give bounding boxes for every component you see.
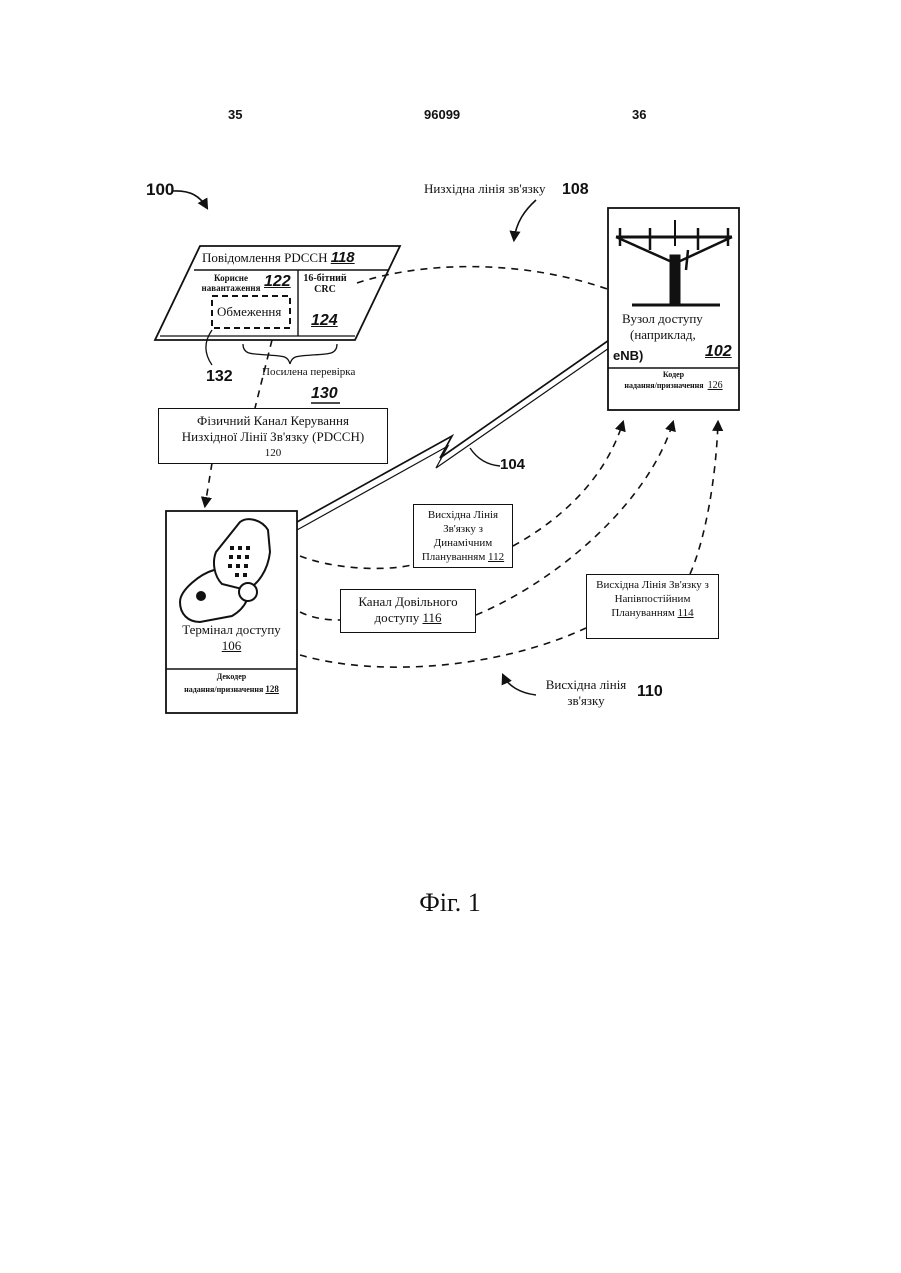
dynamic-uplink-box: Висхідна Лінія Зв'язку з Динамічним План… bbox=[413, 504, 513, 568]
enhanced-check-brace bbox=[243, 344, 337, 364]
ref-108-arrow bbox=[514, 200, 536, 240]
ref-pdcch-message: 118 bbox=[331, 249, 355, 266]
ref-system: 100 bbox=[146, 180, 174, 200]
grant-decoder: Декодер надання/призначення 128 bbox=[166, 671, 297, 696]
ref-100-arrow bbox=[173, 191, 207, 208]
ref-access-node: 102 bbox=[705, 343, 732, 361]
crc-label: 16-бітний CRC bbox=[298, 273, 352, 295]
uplink-label: Висхідна лінія зв'язку bbox=[540, 677, 632, 709]
pdcch-channel-box: Фізичний Канал Керування Низхідної Лінії… bbox=[158, 408, 388, 464]
ref-crc: 124 bbox=[311, 312, 338, 330]
access-node-enb: eNB) bbox=[613, 348, 643, 363]
figure-caption: Фіг. 1 bbox=[350, 888, 550, 918]
ref-constraint: 132 bbox=[206, 368, 233, 386]
ref-payload: 122 bbox=[264, 273, 291, 291]
access-node-label: Вузол доступу (наприклад, bbox=[622, 311, 703, 343]
ref-uplink: 110 bbox=[637, 683, 663, 701]
downlink-label: Низхідна лінія зв'язку bbox=[424, 181, 545, 197]
ref-downlink: 108 bbox=[562, 181, 589, 199]
ref-enhanced-check: 130 bbox=[311, 385, 338, 403]
access-terminal-label: Термінал доступу 106 bbox=[166, 622, 297, 654]
random-access-box: Канал Довільного доступу 116 bbox=[340, 589, 476, 633]
constraint-label: Обмеження bbox=[217, 304, 281, 320]
semi-persistent-uplink-box: Висхідна Лінія Зв'язку з Напівпостійним … bbox=[586, 574, 719, 639]
payload-label: Корисне навантаження bbox=[198, 273, 264, 293]
grant-encoder: Кодер надання/призначення 126 bbox=[608, 369, 739, 391]
ref-wireless-link: 104 bbox=[500, 456, 525, 473]
enhanced-check-label: Посилена перевірка bbox=[262, 366, 355, 378]
pdcch-message-title: Повідомлення PDCCH 118 bbox=[202, 249, 355, 266]
